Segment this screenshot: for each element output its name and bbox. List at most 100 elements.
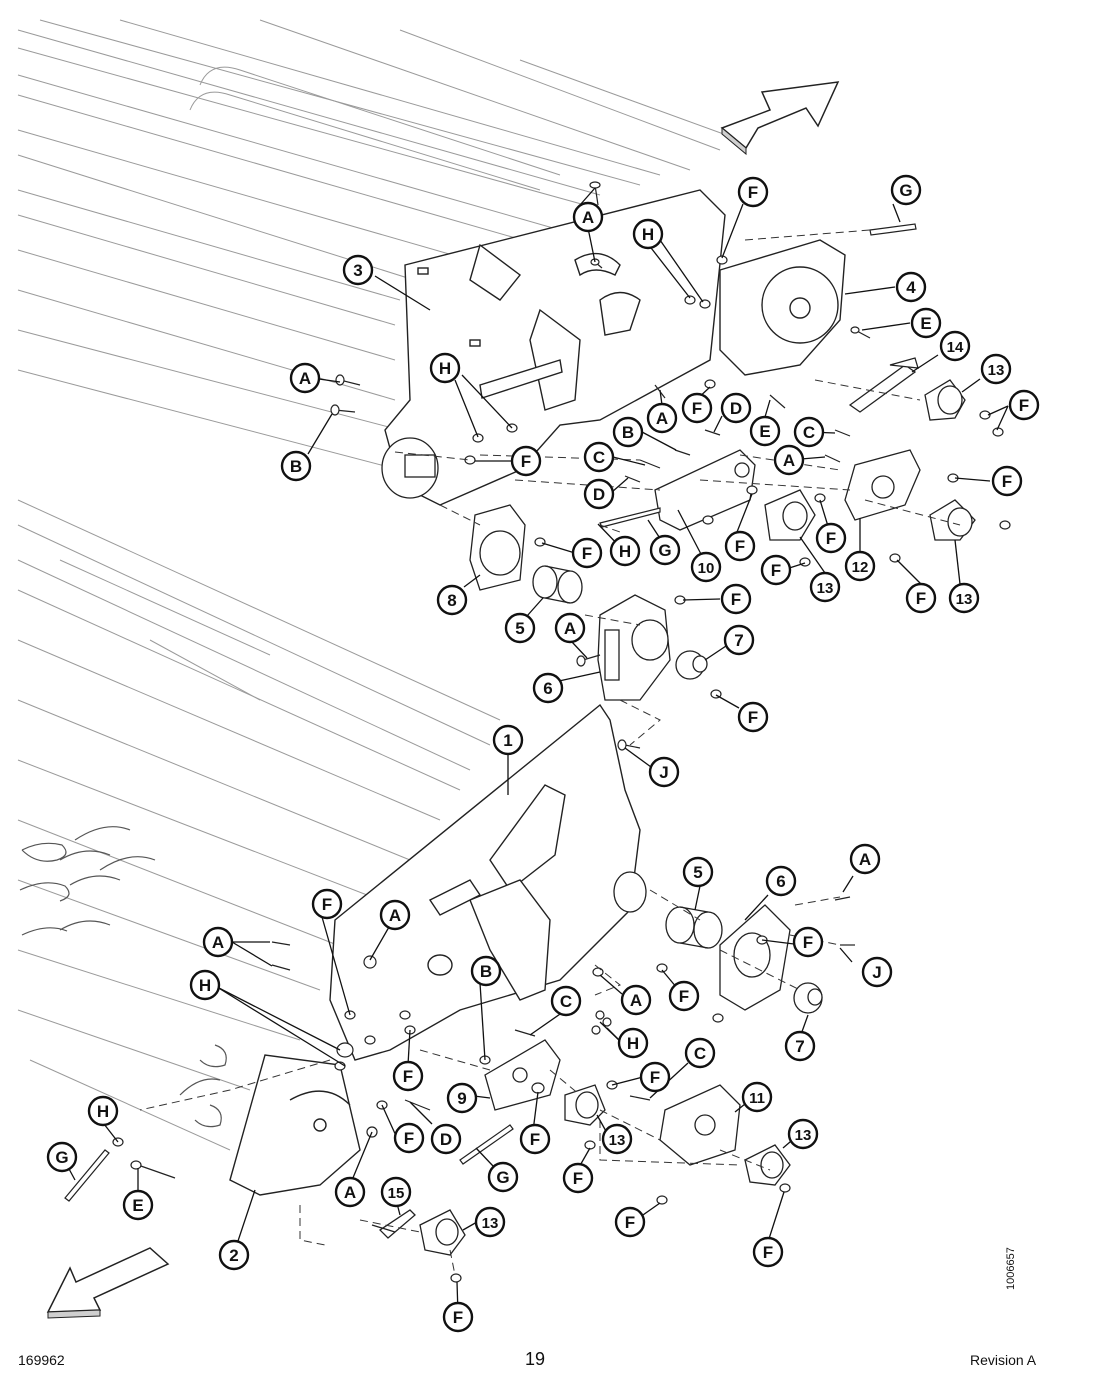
- callout-circle: [980, 353, 1012, 385]
- callout-circle: [429, 352, 461, 384]
- upper-plate-12: [844, 449, 921, 521]
- hardware: [64, 181, 1011, 1283]
- callout-circle: [905, 582, 937, 614]
- callout-label: C: [694, 1044, 706, 1063]
- callout-circle: [614, 1206, 646, 1238]
- callout-circle: [519, 1123, 551, 1155]
- callout-c63: 11: [741, 1081, 773, 1113]
- callout-c15: A: [646, 402, 678, 434]
- callout-c58: C: [550, 985, 582, 1017]
- callout-c37: 5: [504, 612, 536, 644]
- callout-label: H: [627, 1034, 639, 1053]
- callout-circle: [430, 1123, 462, 1155]
- callout-circle: [504, 612, 536, 644]
- callout-circle: [760, 554, 792, 586]
- callout-c34: F: [905, 582, 937, 614]
- callout-circle: [773, 444, 805, 476]
- direction-arrow-down: [46, 1247, 170, 1319]
- callout-circle: [939, 330, 971, 362]
- callout-circle: [46, 1141, 78, 1173]
- callout-c49: A: [202, 926, 234, 958]
- callout-label: 11: [749, 1090, 765, 1107]
- callout-label: 6: [776, 872, 785, 891]
- callout-c55: A: [620, 984, 652, 1016]
- callout-circle: [861, 956, 893, 988]
- callout-label: 10: [698, 560, 715, 577]
- callout-circle: [436, 584, 468, 616]
- callout-label: 5: [515, 619, 524, 638]
- callout-label: F: [748, 708, 758, 727]
- callout-c13: B: [280, 450, 312, 482]
- callout-c38: F: [720, 583, 752, 615]
- callout-circle: [765, 865, 797, 897]
- callout-label: A: [564, 619, 576, 638]
- callout-label: 8: [447, 591, 456, 610]
- callout-circle: [218, 1239, 250, 1271]
- callout-circle: [620, 984, 652, 1016]
- callout-c46: 6: [765, 865, 797, 897]
- callout-c40: 7: [723, 624, 755, 656]
- callout-circle: [202, 926, 234, 958]
- callout-label: F: [679, 987, 689, 1006]
- callout-label: A: [630, 991, 642, 1010]
- callout-c81: F: [442, 1301, 474, 1333]
- callout-c3: F: [737, 176, 769, 208]
- callout-c52: J: [861, 956, 893, 988]
- callout-c31: F: [760, 554, 792, 586]
- callout-c32: 13: [809, 571, 841, 603]
- upper-shaft-seat: [381, 437, 439, 499]
- callout-circle: [189, 969, 221, 1001]
- callout-circle: [572, 201, 604, 233]
- callout-c35: 13: [948, 582, 980, 614]
- callout-c6: 4: [895, 271, 927, 303]
- callout-c41: 6: [532, 672, 564, 704]
- lower-deck-linework: [17, 499, 501, 1151]
- callout-circle: [289, 362, 321, 394]
- callout-label: H: [97, 1102, 109, 1121]
- callout-circle: [737, 701, 769, 733]
- callout-circle: [554, 612, 586, 644]
- callout-c1: 3: [342, 254, 374, 286]
- callout-c64: 9: [446, 1082, 478, 1114]
- callout-label: 13: [795, 1127, 812, 1144]
- callout-label: 6: [543, 679, 552, 698]
- callout-label: F: [826, 529, 836, 548]
- callout-label: H: [439, 359, 451, 378]
- callout-circle: [646, 402, 678, 434]
- callout-circle: [948, 582, 980, 614]
- callout-circle: [122, 1189, 154, 1221]
- callout-c50: A: [379, 899, 411, 931]
- callout-label: 15: [388, 1185, 405, 1202]
- callout-circle: [849, 843, 881, 875]
- callout-c21: C: [583, 441, 615, 473]
- callout-c24: F: [991, 465, 1023, 497]
- lower-housing-6: [719, 904, 791, 1011]
- callout-circle: [470, 955, 502, 987]
- callout-c22: D: [583, 478, 615, 510]
- callout-c61: C: [684, 1037, 716, 1069]
- callout-c72: E: [122, 1189, 154, 1221]
- callout-c59: H: [617, 1027, 649, 1059]
- upper-housing-6: [597, 594, 671, 701]
- lower-plate-9: [484, 1039, 561, 1111]
- callout-label: G: [658, 541, 671, 560]
- callout-circle: [442, 1301, 474, 1333]
- revision-label: Revision A: [970, 1352, 1037, 1368]
- callout-c60: F: [392, 1060, 424, 1092]
- callout-c39: A: [554, 612, 586, 644]
- callout-circle: [793, 416, 825, 448]
- upper-bushing-7: [675, 650, 708, 680]
- callout-c26: H: [609, 535, 641, 567]
- callout-circle: [639, 1061, 671, 1093]
- callout-label: F: [1019, 396, 1029, 415]
- callout-circle: [583, 478, 615, 510]
- direction-arrow-up: [720, 81, 840, 156]
- callout-circle: [784, 1030, 816, 1062]
- callout-label: F: [803, 933, 813, 952]
- callout-circle: [668, 980, 700, 1012]
- callout-label: F: [530, 1130, 540, 1149]
- illustration-id: 1006657: [1005, 1247, 1017, 1290]
- callout-label: F: [650, 1068, 660, 1087]
- callout-circle: [910, 307, 942, 339]
- callout-label: F: [625, 1213, 635, 1232]
